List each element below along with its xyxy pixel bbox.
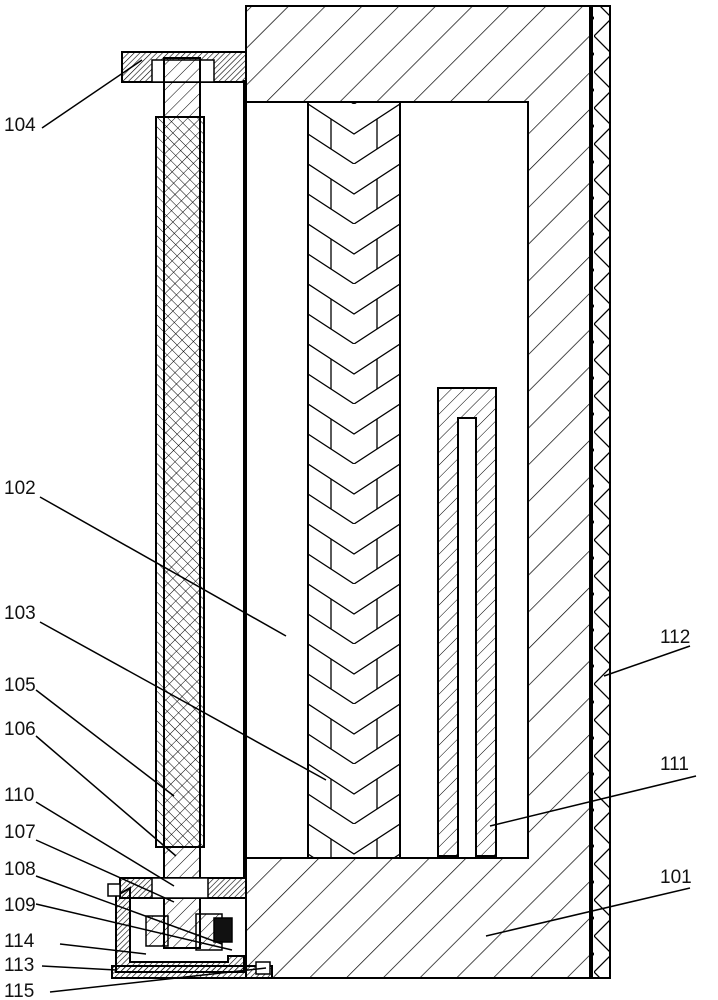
label-105: 105: [4, 675, 36, 696]
label-104: 104: [4, 115, 36, 136]
u-element-111: [437, 387, 497, 857]
inner-chamber: [399, 101, 529, 859]
collar-gap: [151, 877, 209, 899]
label-107: 107: [4, 822, 36, 843]
insulation-103: [307, 101, 401, 859]
sensor-109: [213, 917, 233, 943]
label-101: 101: [660, 867, 692, 888]
pin-left: [107, 883, 121, 897]
label-103: 103: [4, 603, 36, 624]
panel-105: [155, 116, 205, 848]
label-108: 108: [4, 859, 36, 880]
label-112: 112: [660, 627, 690, 648]
side-strip-112: [589, 5, 611, 979]
label-109: 109: [4, 895, 36, 916]
label-111: 111: [660, 754, 689, 775]
leader-lines: [35, 59, 697, 993]
label-110: 110: [4, 785, 34, 806]
label-115: 115: [4, 981, 34, 1000]
bracket-base-113: [111, 965, 273, 979]
label-106: 106: [4, 719, 36, 740]
chamber-102: [245, 101, 309, 859]
label-102: 102: [4, 478, 36, 499]
block-108: [145, 915, 169, 947]
label-113: 113: [4, 955, 34, 976]
label-114: 114: [4, 931, 35, 952]
